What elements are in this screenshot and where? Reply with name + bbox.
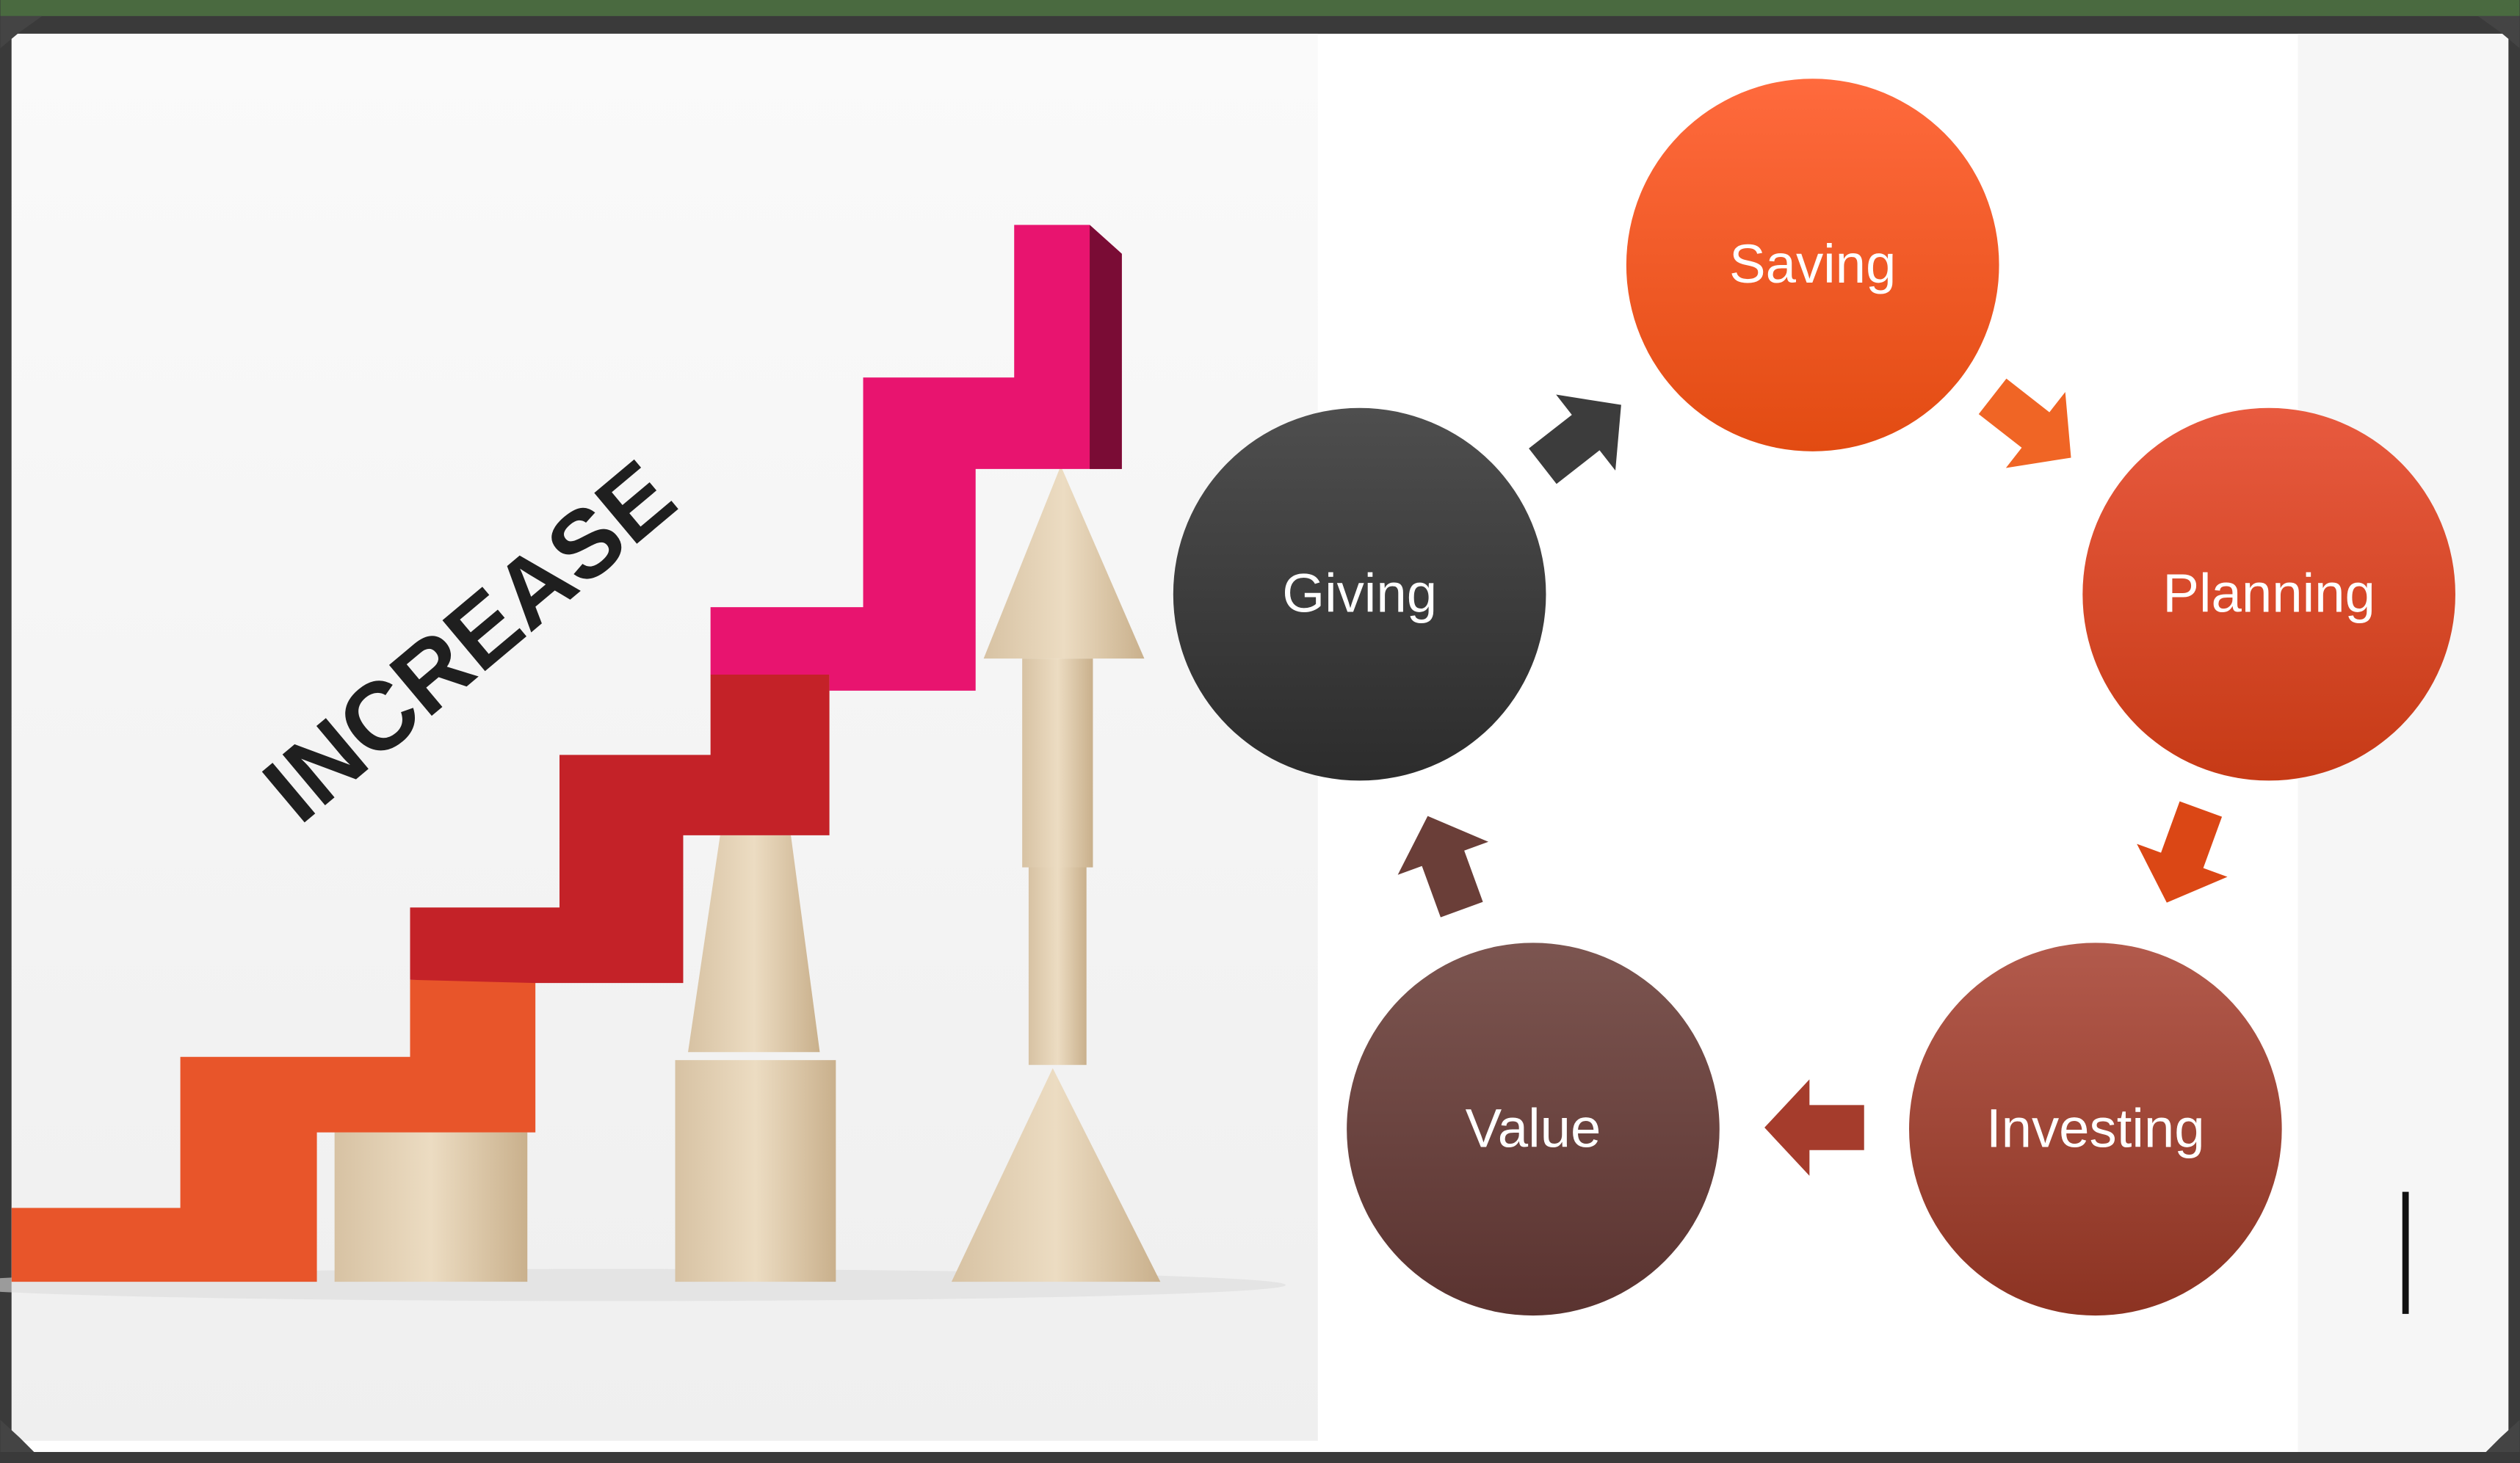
node-planning-label: Planning (2162, 563, 2375, 624)
arrow-value-to-giving (1397, 816, 1489, 918)
node-giving-label: Giving (1282, 563, 1437, 624)
node-saving: Saving (1626, 79, 1999, 451)
node-investing: Investing (1909, 943, 2282, 1316)
wood-block-tall (675, 1060, 836, 1282)
node-saving-label: Saving (1729, 233, 1896, 294)
increase-blocks-photo: INCREASE (0, 33, 1318, 1441)
stair-pink (710, 225, 1122, 691)
cycle-diagram: Saving Planning Investing Value Giving (1173, 79, 2455, 1316)
node-giving: Giving (1173, 407, 1546, 781)
corner-handle-top-right (2477, 15, 2520, 48)
window-bottom-bar (0, 1452, 2520, 1460)
arrow-planning-to-investing (2137, 801, 2228, 903)
corner-handle-bottom-left (0, 1420, 43, 1460)
wood-pyramid (951, 1068, 1161, 1282)
stair-red (410, 675, 830, 984)
stair-orange (11, 979, 536, 1282)
arrow-investing-to-value (1764, 1079, 1864, 1176)
node-value-label: Value (1466, 1097, 1601, 1158)
text-cursor (2402, 1191, 2409, 1314)
node-value: Value (1347, 943, 1720, 1316)
arrow-saving-to-planning (1978, 378, 2071, 468)
corner-handle-top-left (0, 15, 43, 48)
window-top-bar (0, 0, 2520, 16)
wood-arrow-head (983, 465, 1145, 659)
node-investing-label: Investing (1986, 1097, 2205, 1158)
wood-cone (688, 835, 820, 1053)
node-planning: Planning (2082, 407, 2455, 781)
stair-pink-side (1090, 225, 1122, 469)
corner-handle-bottom-right (2477, 1420, 2520, 1460)
wood-cube (334, 1132, 528, 1282)
wood-cylinder-low (1028, 864, 1087, 1065)
wood-cylinder-high (1022, 658, 1093, 868)
arrow-giving-to-saving (1529, 394, 1621, 484)
